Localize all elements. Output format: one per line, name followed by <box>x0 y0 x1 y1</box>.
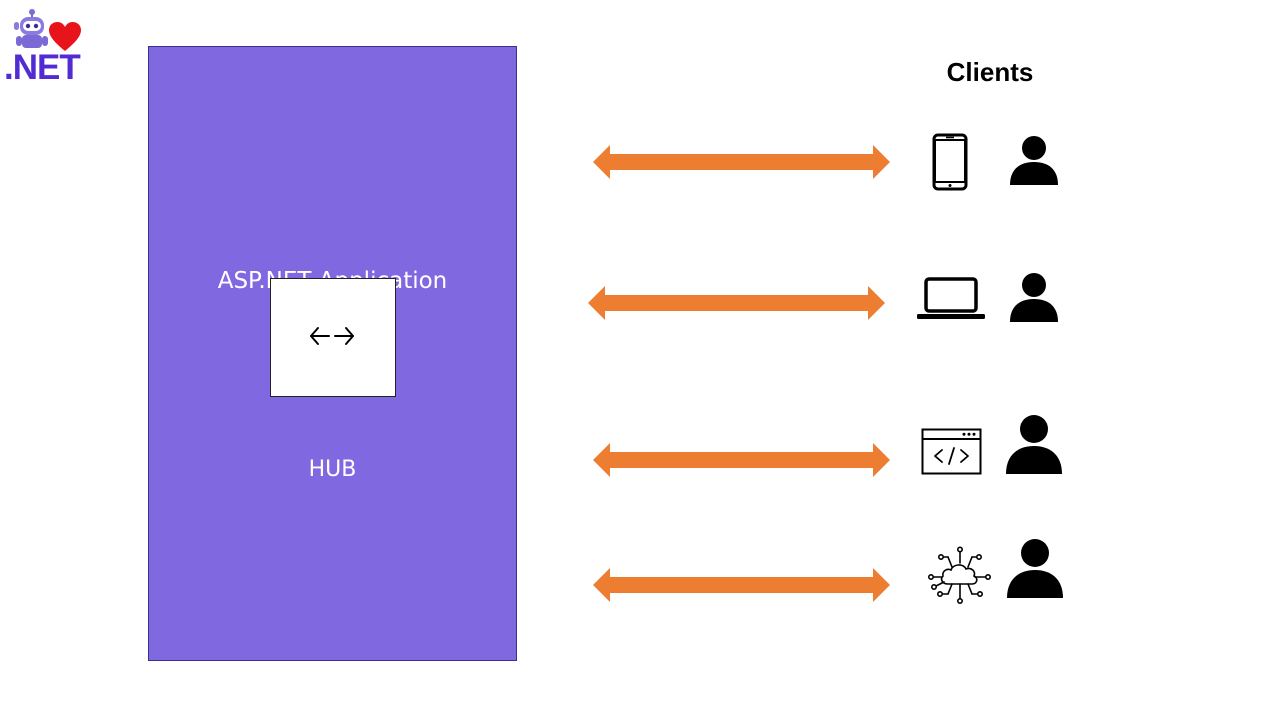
connection-arrow-3 <box>593 443 890 477</box>
code-window-icon <box>921 428 982 475</box>
connection-arrow-4 <box>593 568 890 602</box>
dotnet-logo: .NET <box>4 8 88 88</box>
person-icon <box>1006 415 1062 474</box>
cloud-network-icon <box>927 546 991 604</box>
person-icon <box>1007 539 1063 598</box>
heart-icon <box>49 22 81 51</box>
aspnet-application-box: ASP.NET Application HUB <box>148 46 517 661</box>
bidirectional-arrows-icon <box>310 327 354 345</box>
dotnet-bot-icon <box>14 9 48 48</box>
hub-label: HUB <box>308 457 357 482</box>
hub-box <box>270 278 396 397</box>
person-icon <box>1010 273 1058 322</box>
laptop-icon <box>917 277 985 319</box>
connection-arrow-2 <box>588 286 885 320</box>
dotnet-logo-text: .NET <box>4 48 81 87</box>
mobile-phone-icon <box>932 133 968 191</box>
person-icon <box>1010 136 1058 185</box>
clients-title: Clients <box>946 57 1034 87</box>
connection-arrow-1 <box>593 145 890 179</box>
